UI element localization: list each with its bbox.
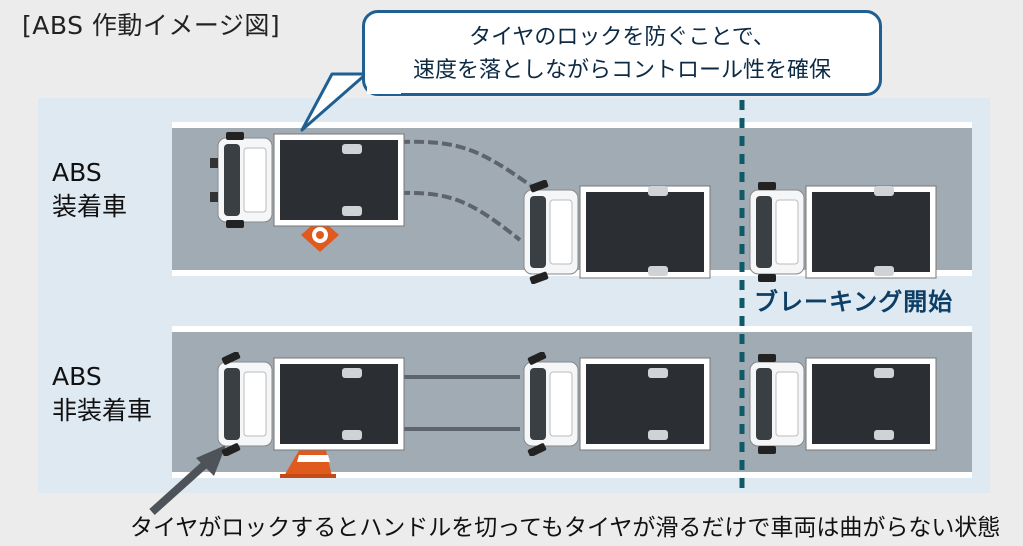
tire-track-abs-upper — [399, 139, 532, 187]
truck-non-abs-3 — [749, 354, 937, 454]
row-label-abs-line1: ABS — [52, 158, 102, 187]
callout-bubble: タイヤのロックを防ぐことで、 速度を落としながらコントロール性を確保 — [362, 10, 882, 96]
row-label-non-abs: ABS 非装着車 — [52, 360, 152, 428]
row-label-non-abs-line2: 非装着車 — [52, 396, 153, 425]
truck-abs-2 — [523, 180, 711, 284]
row-label-abs-line2: 装着車 — [52, 192, 128, 221]
braking-start-label: ブレーキング開始 — [754, 288, 954, 316]
diagram-title: [ABS 作動イメージ図] — [22, 11, 281, 40]
truck-abs-3 — [749, 182, 937, 282]
truck-non-abs-1 — [217, 352, 405, 456]
pointer-arrow-icon — [149, 445, 226, 515]
row-label-abs: ABS 装着車 — [52, 156, 127, 224]
bottom-caption: タイヤがロックするとハンドルを切ってもタイヤが滑るだけで車両は曲がらない状態 — [130, 515, 1001, 541]
truck-abs-1 — [210, 132, 405, 228]
callout-line-2: 速度を落としながらコントロール性を確保 — [412, 58, 831, 83]
tire-track-abs-lower — [399, 190, 522, 242]
row-label-non-abs-line1: ABS — [52, 362, 102, 391]
truck-non-abs-2 — [523, 352, 711, 456]
callout-line-1: タイヤのロックを防ぐことで、 — [469, 25, 775, 50]
